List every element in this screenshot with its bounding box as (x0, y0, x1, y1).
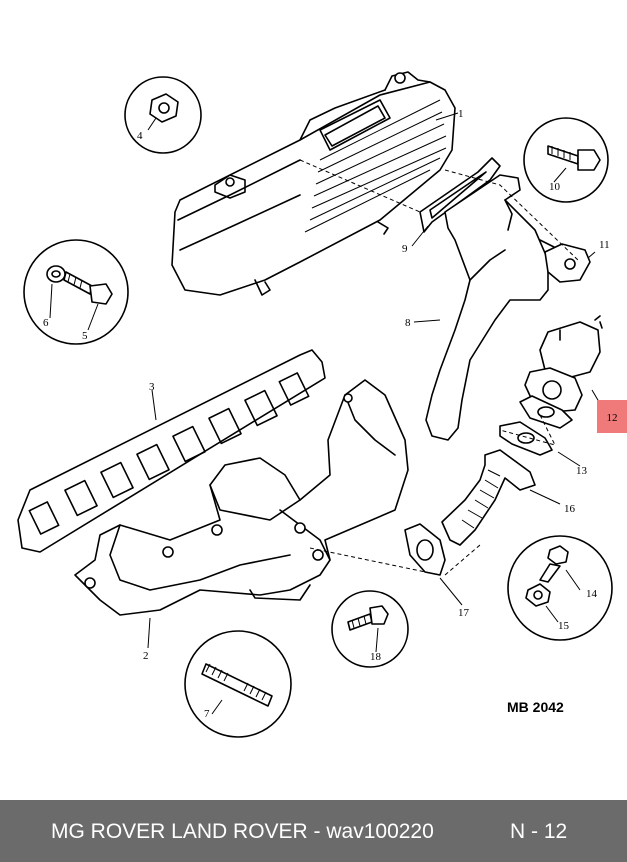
callout-3: 3 (149, 381, 155, 393)
callout-15: 15 (558, 620, 570, 632)
diagram-reference: MB 2042 (507, 699, 564, 715)
callout-1: 1 (458, 108, 464, 120)
callout-9: 9 (402, 243, 408, 255)
callout-14: 14 (586, 588, 598, 600)
detail-circle-nut-4 (124, 76, 202, 154)
detail-circle-bolt-washer-5-6 (23, 239, 129, 345)
egr-valve-part-12 (524, 315, 606, 413)
callout-10: 10 (549, 181, 561, 193)
callout-13: 13 (576, 465, 588, 477)
callout-18: 18 (370, 651, 382, 663)
gasket-part-17 (309, 523, 481, 606)
exhaust-gasket-part-3 (17, 349, 326, 553)
egr-pipe-part-8 (413, 174, 596, 441)
callout-16: 16 (564, 503, 576, 515)
gasket-part-9 (411, 157, 501, 247)
callout-12: 12 (606, 412, 618, 424)
callout-7: 7 (204, 708, 210, 720)
footer-title: MG ROVER LAND ROVER - wav100220 (51, 820, 434, 843)
callout-11: 11 (599, 239, 610, 251)
callout-labels: 1 2 3 4 5 6 7 8 9 10 11 13 14 15 16 17 1… (43, 108, 610, 720)
callout-5: 5 (82, 330, 88, 342)
callout-2: 2 (143, 650, 149, 662)
exhaust-manifold-part-2 (74, 379, 409, 649)
detail-circle-stud-7 (184, 630, 292, 738)
exploded-parts-diagram: 1 2 3 4 5 6 7 8 9 10 11 13 14 15 16 17 1… (17, 71, 613, 738)
detail-circle-bolt-10 (523, 117, 609, 203)
intake-manifold-part-1 (171, 71, 459, 296)
footer-bar: MG ROVER LAND ROVER - wav100220 N - 12 (0, 800, 627, 862)
callout-4: 4 (137, 130, 143, 142)
detail-circle-stud-18 (331, 590, 409, 668)
dashed-leader-lines (299, 159, 581, 446)
callout-17: 17 (458, 607, 470, 619)
callout-8: 8 (405, 317, 411, 329)
footer-page: N - 12 (510, 820, 568, 843)
detail-circle-bolt-nut-14-15 (507, 535, 613, 641)
callout-6: 6 (43, 317, 49, 329)
highlighted-callout-12[interactable]: 12 (597, 400, 627, 433)
egr-gasket-part-13 (519, 395, 581, 467)
egr-flex-pipe-part-16 (441, 421, 561, 546)
